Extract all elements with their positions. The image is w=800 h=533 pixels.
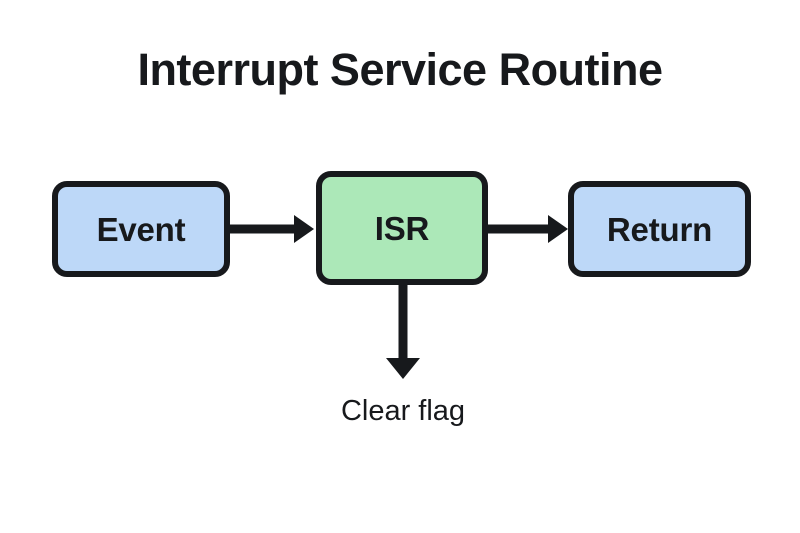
edge-isr-to-return <box>488 215 568 243</box>
node-event-label: Event <box>96 210 186 248</box>
node-return[interactable]: Return <box>568 181 751 277</box>
annotation-clear-flag: Clear flag <box>340 395 466 427</box>
page-title: Interrupt Service Routine <box>137 44 663 95</box>
node-event[interactable]: Event <box>52 181 230 277</box>
node-return-label: Return <box>606 210 713 248</box>
edge-isr-to-clear-flag <box>386 285 420 379</box>
node-isr[interactable]: ISR <box>316 171 488 285</box>
node-isr-label: ISR <box>374 209 430 247</box>
edge-event-to-isr <box>230 215 314 243</box>
